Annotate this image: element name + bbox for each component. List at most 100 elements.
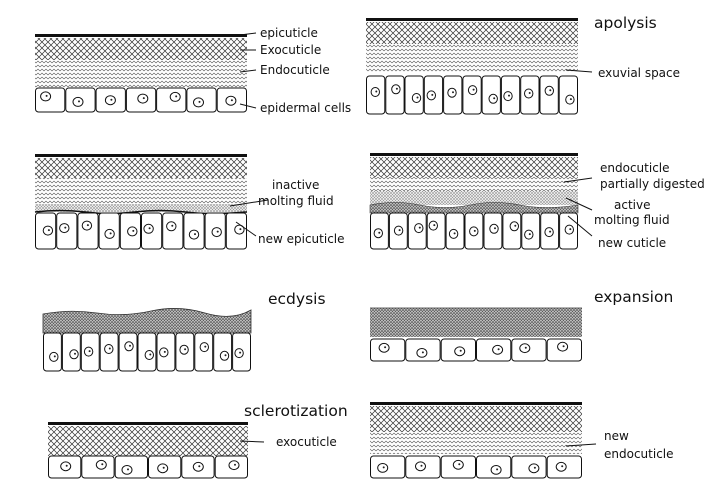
cell-nucleus <box>373 228 383 239</box>
nucleus-dot <box>569 228 572 231</box>
epicuticle-layer <box>366 18 578 21</box>
nucleus-dot <box>493 97 496 100</box>
nucleus-dot <box>230 99 233 102</box>
epidermal-cells <box>35 87 247 113</box>
nucleus-dot <box>549 230 552 233</box>
nucleus-dot <box>239 351 242 354</box>
leader-line <box>239 32 257 36</box>
cell-nucleus <box>211 227 222 238</box>
nucleus-dot <box>74 352 76 355</box>
cell-nucleus <box>411 93 422 103</box>
nucleus-dot <box>110 98 113 101</box>
leader-line <box>567 215 593 237</box>
cell-nucleus <box>557 341 569 352</box>
exocuticle-layer <box>48 426 248 456</box>
panel-apolysis: apolysis exuvial space <box>366 14 680 115</box>
epidermal-cell <box>35 87 66 113</box>
nucleus-dot <box>452 91 454 94</box>
exocuticle-layer <box>366 22 578 44</box>
epicuticle-layer <box>370 153 578 156</box>
nucleus-dot <box>528 233 531 236</box>
cell-nucleus <box>544 227 554 238</box>
cell-nucleus <box>127 226 138 237</box>
label-exuvial-space: exuvial space <box>598 66 680 80</box>
cell-nucleus <box>370 87 380 97</box>
panel-intact-cuticle: epicuticle Exocuticle Endocuticle epider… <box>35 26 351 115</box>
cell-nucleus <box>83 346 94 357</box>
nucleus-dot <box>198 100 201 103</box>
new-cuticle-layer <box>370 308 582 337</box>
cell-nucleus <box>95 459 107 470</box>
epicuticle-layer <box>370 402 582 405</box>
nucleus-dot <box>64 226 67 229</box>
cell-nucleus <box>188 229 200 240</box>
label-molting-fluid: molting fluid <box>594 213 670 227</box>
nucleus-dot <box>458 463 461 466</box>
nucleus-dot <box>533 466 536 469</box>
cell-nucleus <box>228 460 240 471</box>
cell-nucleus <box>489 223 499 234</box>
nucleus-dot <box>395 87 398 90</box>
exocuticle-layer <box>35 158 247 178</box>
leader-line <box>563 177 593 183</box>
epidermal-cell <box>43 332 62 372</box>
panel-inactive-molting-fluid: inactive molting fluid new epicuticle <box>34 154 345 250</box>
nucleus-dot <box>194 233 196 236</box>
cell-nucleus <box>565 94 575 105</box>
stage-title-expansion: expansion <box>594 288 673 306</box>
epidermal-cell <box>77 212 99 250</box>
nucleus-dot <box>384 346 387 349</box>
cell-nucleus <box>42 225 54 236</box>
cell-nucleus <box>199 342 210 353</box>
endocuticle-layer <box>366 44 578 72</box>
nucleus-dot <box>524 346 527 349</box>
label-endocuticle: endocuticle <box>600 161 670 175</box>
cell-nucleus <box>137 93 149 104</box>
nucleus-dot <box>472 88 475 91</box>
leader-line <box>239 103 257 109</box>
cell-nucleus <box>447 87 457 98</box>
nucleus-dot <box>101 463 104 466</box>
nucleus-dot <box>514 224 517 227</box>
cell-nucleus <box>503 91 513 102</box>
cell-nucleus <box>544 85 554 96</box>
label-epicuticle: epicuticle <box>260 26 318 40</box>
nucleus-dot <box>494 227 496 230</box>
nucleus-dot <box>149 353 152 356</box>
leader-line <box>239 440 265 443</box>
nucleus-dot <box>198 465 201 468</box>
nucleus-dot <box>459 349 462 352</box>
nucleus-dot <box>398 229 401 232</box>
cell-nucleus <box>72 96 84 107</box>
nucleus-dot <box>496 468 499 471</box>
leader-line <box>239 69 257 73</box>
cell-nucleus <box>378 342 390 353</box>
epidermal-cells <box>366 75 579 115</box>
nucleus-dot <box>453 232 456 235</box>
epidermal-cell <box>426 212 446 250</box>
exocuticle-layer <box>35 38 247 60</box>
cell-nucleus <box>490 465 502 475</box>
stage-title-apolysis: apolysis <box>594 14 657 32</box>
leader-line <box>565 443 597 447</box>
cell-nucleus <box>193 97 204 108</box>
epicuticle-layer <box>35 154 247 157</box>
epidermal-cells <box>48 455 248 479</box>
nucleus-dot <box>549 89 552 92</box>
nucleus-dot <box>420 464 423 467</box>
cell-nucleus <box>81 220 93 231</box>
nucleus-dot <box>162 466 165 469</box>
endocuticle-layer <box>370 432 582 454</box>
cell-nucleus <box>144 350 155 360</box>
nucleus-dot <box>421 351 424 354</box>
nucleus-dot <box>127 468 129 471</box>
epidermal-cells <box>43 332 252 372</box>
label-new: new <box>604 429 629 443</box>
stage-title-sclerotization: sclerotization <box>244 402 348 420</box>
nucleus-dot <box>132 229 135 232</box>
epidermal-cells <box>370 338 583 362</box>
nucleus-dot <box>473 229 476 232</box>
cell-nucleus <box>104 228 115 239</box>
nucleus-dot <box>47 229 50 232</box>
